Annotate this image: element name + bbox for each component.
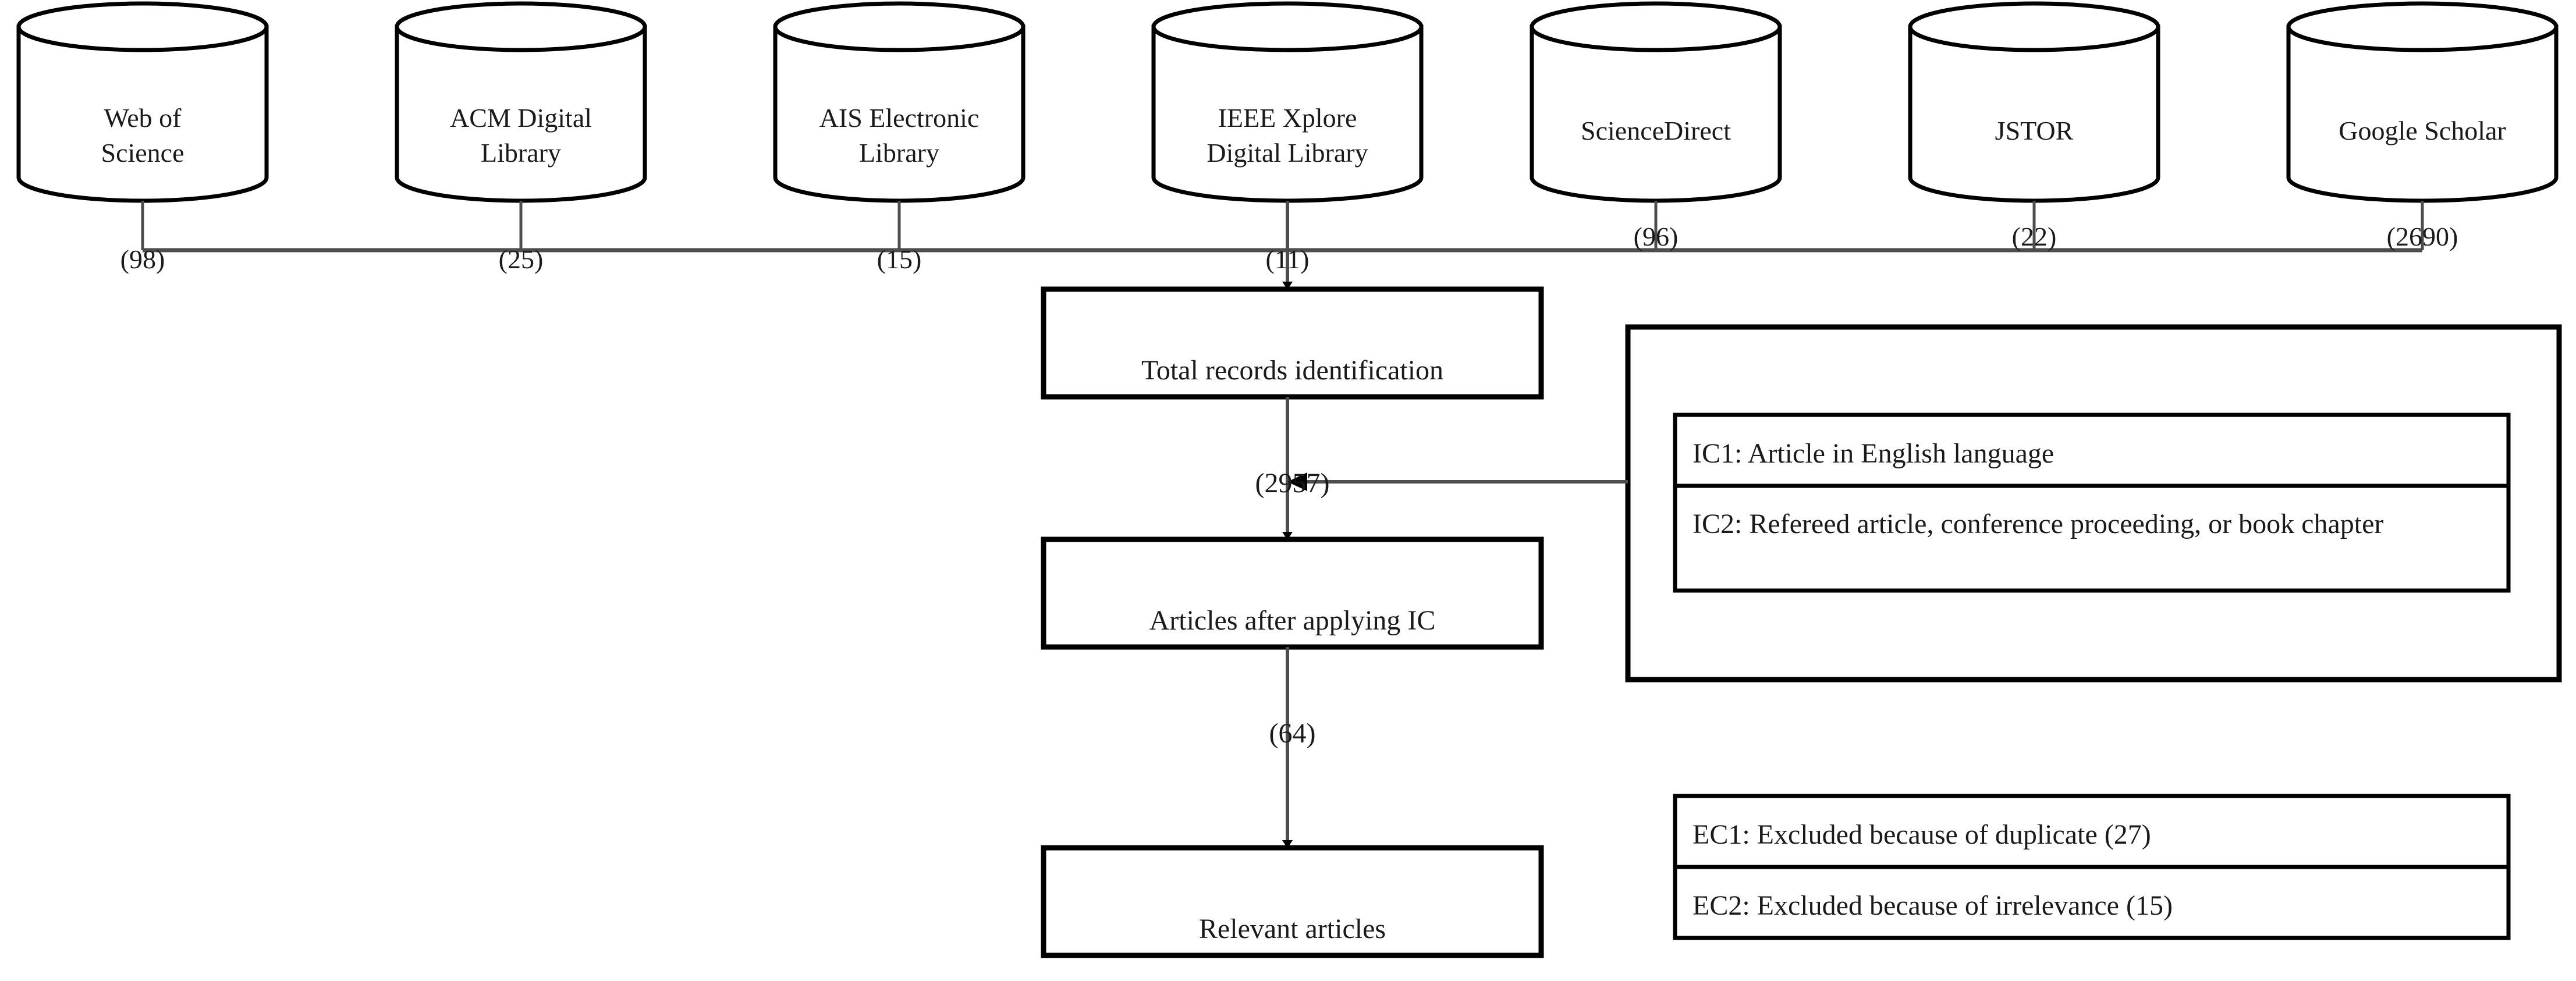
stage-name: Articles after applying IC [1149,605,1436,636]
exclusion-criterion-row-2 [1673,865,2511,940]
database-cylinder-icon-google-scholar [2286,1,2559,203]
stage-box-relevant-articles [1041,845,1544,958]
stage-label-total-records: Total records identification (2957) [1044,314,1541,503]
exclusion-criterion-row-1 [1673,794,2511,869]
inclusion-criterion-row-2 [1673,484,2511,593]
exclusion-criterion-text-2: EC2: Excluded because of irrelevance (15… [1693,890,2173,921]
database-cylinder-icon-ieee-xplore-digital-library [1151,1,1424,203]
inclusion-criterion-text-2: IC2: Refereed article, conference procee… [1693,509,2384,539]
exclusion-criterion-text-1: EC1: Excluded because of duplicate (27) [1693,819,2151,850]
stage-count: (2957) [1255,468,1330,499]
stage-count: (64) [1269,718,1316,749]
database-cylinder-icon-sciencedirect [1530,1,1782,203]
database-cylinder-icon-web-of-science [16,1,269,203]
stage-name: Relevant articles [1198,913,1386,944]
stage-name: Total records identification [1141,354,1444,386]
database-cylinder-icon-ais-electronic-library [773,1,1026,203]
stage-label-articles-after-ic: Articles after applying IC (64) [1044,564,1541,753]
stage-box-total-records [1041,286,1544,400]
database-cylinder-icon-acm-digital-library [395,1,647,203]
arrow-ic-to-flow [1287,472,1628,491]
inclusion-criterion-text-1: IC1: Article in English language [1693,438,2055,469]
stage-label-relevant-articles: Relevant articles (22) [1044,873,1541,981]
inclusion-criterion-row-1 [1673,413,2511,488]
source-drop-lines [141,201,2424,250]
stage-box-articles-after-ic [1041,536,1544,650]
database-cylinder-icon-jstor [1908,1,2160,203]
